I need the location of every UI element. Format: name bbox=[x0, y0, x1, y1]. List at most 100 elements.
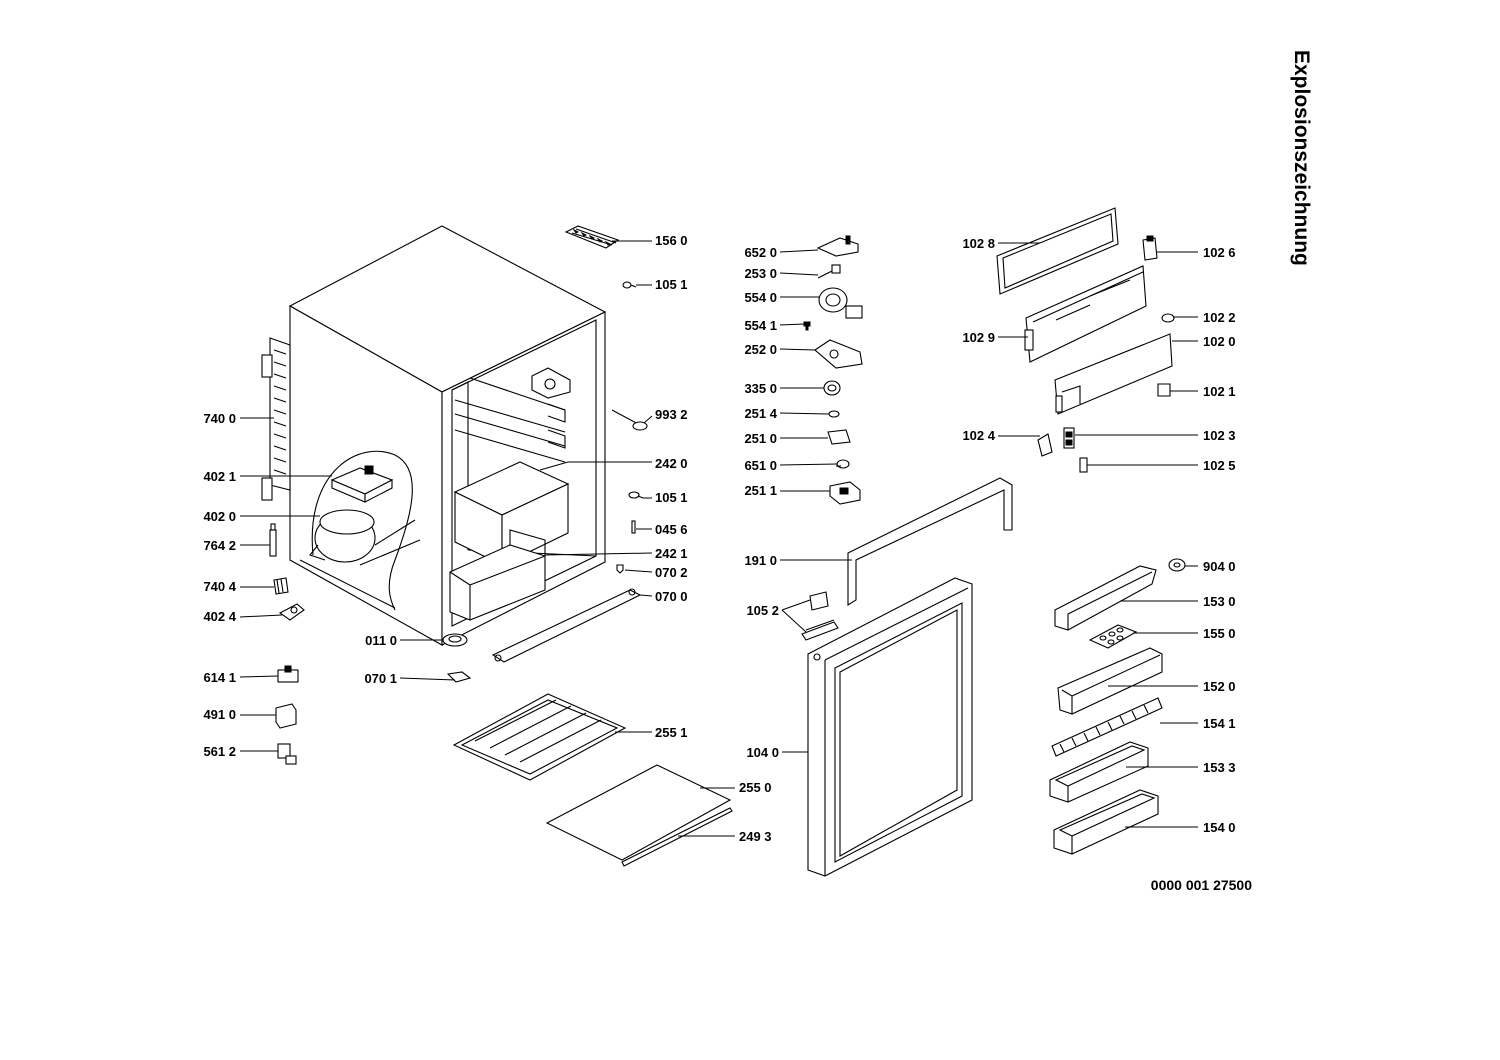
lamp-cover-251-0 bbox=[827, 429, 851, 445]
part-label: 105 2 bbox=[746, 603, 779, 618]
part-label: 156 0 bbox=[655, 233, 688, 248]
overload-561-2 bbox=[277, 743, 297, 765]
latch-102-3 bbox=[1063, 427, 1075, 449]
part-label: 251 1 bbox=[744, 483, 777, 498]
connector-614-1 bbox=[277, 665, 299, 683]
refrigerator-cabinet bbox=[288, 225, 607, 646]
glass-plate-255-0 bbox=[545, 764, 732, 861]
part-label: 105 1 bbox=[655, 490, 688, 505]
spring-102-4 bbox=[1037, 433, 1053, 457]
part-label: 249 3 bbox=[739, 829, 772, 844]
clip-402-4 bbox=[278, 603, 305, 621]
part-label: 070 1 bbox=[364, 671, 397, 686]
part-label: 105 1 bbox=[655, 277, 688, 292]
part-label: 993 2 bbox=[655, 407, 688, 422]
part-label: 251 0 bbox=[744, 431, 777, 446]
part-label: 561 2 bbox=[203, 744, 236, 759]
part-label: 104 0 bbox=[746, 745, 779, 760]
part-label: 155 0 bbox=[1203, 626, 1236, 641]
part-label: 740 0 bbox=[203, 411, 236, 426]
part-label: 402 1 bbox=[203, 469, 236, 484]
part-label: 153 3 bbox=[1203, 760, 1236, 775]
door-shelf-152-0 bbox=[1057, 647, 1163, 715]
leader-lines bbox=[239, 240, 1198, 837]
ice-tray bbox=[564, 225, 620, 249]
freezer-door-102-0 bbox=[1054, 333, 1173, 415]
hinge-105-2 bbox=[801, 591, 839, 641]
bottle-shelf-154-0 bbox=[1053, 789, 1159, 855]
part-label: 255 0 bbox=[739, 780, 772, 795]
part-label: 242 1 bbox=[655, 546, 688, 561]
plate-102-5 bbox=[1079, 457, 1088, 473]
freezer-door-gasket-102-8 bbox=[996, 207, 1119, 295]
part-label: 102 4 bbox=[962, 428, 995, 443]
part-label: 011 0 bbox=[365, 633, 397, 648]
door-tray-153-3 bbox=[1049, 741, 1149, 803]
pin-045 bbox=[631, 520, 636, 534]
part-label: 102 8 bbox=[962, 236, 995, 251]
foot-011 bbox=[442, 633, 468, 647]
diagram-title: Explosionszeichnung bbox=[1290, 50, 1313, 266]
part-label: 070 2 bbox=[655, 565, 688, 580]
part-label: 102 3 bbox=[1203, 428, 1236, 443]
part-label: 252 0 bbox=[744, 342, 777, 357]
part-label: 554 1 bbox=[744, 318, 777, 333]
part-label: 554 0 bbox=[744, 290, 777, 305]
part-label: 652 0 bbox=[744, 245, 777, 260]
part-label: 335 0 bbox=[744, 381, 777, 396]
handle-102-1 bbox=[1157, 383, 1171, 397]
part-label: 764 2 bbox=[203, 538, 236, 553]
part-label: 251 4 bbox=[744, 406, 777, 421]
knob-335-0 bbox=[823, 380, 841, 396]
part-label: 255 1 bbox=[655, 725, 688, 740]
part-label: 154 0 bbox=[1203, 820, 1236, 835]
relay-box bbox=[330, 465, 394, 503]
switch-251-1 bbox=[829, 481, 861, 505]
hinge-pin-070 bbox=[616, 564, 624, 574]
door-104-0 bbox=[807, 577, 973, 877]
part-label: 102 2 bbox=[1203, 310, 1236, 325]
shelf-edge-249-3 bbox=[621, 807, 733, 867]
screw-cap bbox=[622, 281, 637, 289]
cap-102-2 bbox=[1161, 313, 1175, 323]
part-label: 070 0 bbox=[655, 589, 688, 604]
knob-554-0 bbox=[818, 287, 863, 319]
hinge-102-6 bbox=[1142, 235, 1158, 261]
egg-tray-155-0 bbox=[1088, 624, 1138, 649]
clip-554-1 bbox=[803, 321, 811, 331]
part-label: 152 0 bbox=[1203, 679, 1236, 694]
part-label: 102 1 bbox=[1203, 384, 1236, 399]
nut-251-4 bbox=[828, 410, 840, 418]
part-label: 253 0 bbox=[744, 266, 777, 281]
part-label: 904 0 bbox=[1203, 559, 1236, 574]
part-label: 102 9 bbox=[962, 330, 995, 345]
glass-shelf-frame bbox=[452, 693, 627, 781]
document-number: 0000 001 27500 bbox=[1151, 877, 1252, 893]
washer-904-0 bbox=[1168, 558, 1186, 572]
part-label: 102 5 bbox=[1203, 458, 1236, 473]
freezer-drawers bbox=[449, 461, 570, 621]
part-labels: 156 0 105 1 740 0 993 2 402 1 242 0 402 … bbox=[203, 233, 1235, 844]
part-label: 102 6 bbox=[1203, 245, 1236, 260]
part-label: 402 4 bbox=[203, 609, 236, 624]
part-label: 491 0 bbox=[203, 707, 236, 722]
bottle-retainer-154-1 bbox=[1051, 697, 1163, 757]
thermostat-652-0 bbox=[816, 235, 859, 257]
bulb-651-0 bbox=[836, 459, 850, 469]
screw-cap-2 bbox=[628, 491, 644, 499]
compressor bbox=[309, 509, 376, 563]
part-label: 242 0 bbox=[655, 456, 688, 471]
part-label: 740 4 bbox=[203, 579, 236, 594]
thermostat-housing-inner bbox=[531, 367, 571, 399]
grommet-740-4 bbox=[273, 577, 289, 595]
part-label: 614 1 bbox=[203, 670, 236, 685]
freezer-door-inner-102-9 bbox=[1024, 265, 1147, 363]
lamp-holder-253-0 bbox=[817, 264, 841, 279]
thermostat-housing-252-0 bbox=[814, 339, 863, 369]
part-label: 154 1 bbox=[1203, 716, 1236, 731]
part-label: 153 0 bbox=[1203, 594, 1236, 609]
part-label: 651 0 bbox=[744, 458, 777, 473]
part-label: 402 0 bbox=[203, 509, 236, 524]
cover-491-0 bbox=[275, 703, 297, 729]
rear-condenser bbox=[261, 337, 291, 501]
